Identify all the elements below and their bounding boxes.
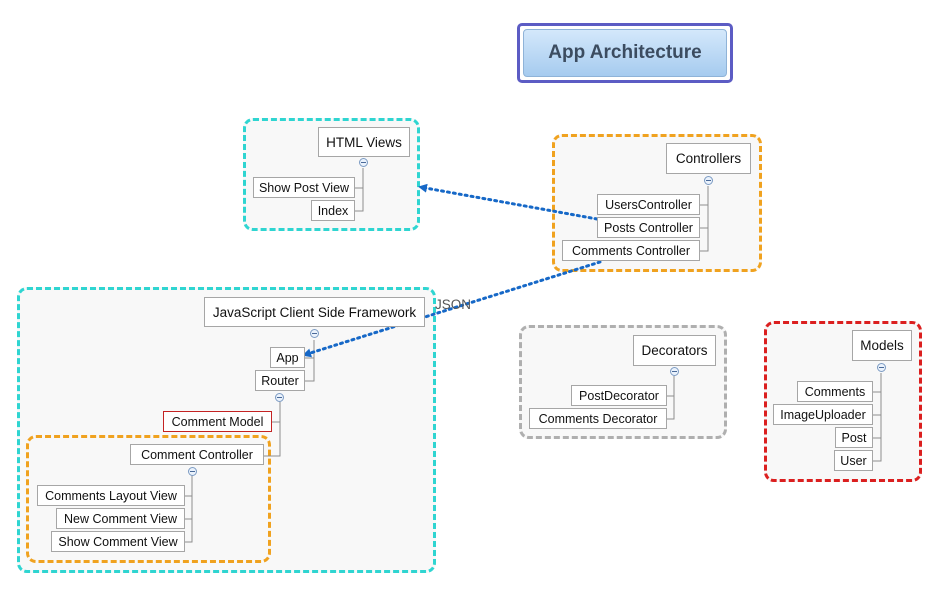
subtopic-user[interactable]: User — [834, 450, 873, 471]
subtopic-comments-layout-view[interactable]: Comments Layout View — [37, 485, 185, 506]
subtopic-comment-model[interactable]: Comment Model — [163, 411, 272, 432]
js-framework-branch-line — [305, 340, 315, 382]
topic-models[interactable]: Models — [852, 330, 912, 361]
subtopic-app[interactable]: App — [270, 347, 305, 368]
subtopic-index[interactable]: Index — [311, 200, 355, 221]
topic-javascript-client-side-framework[interactable]: JavaScript Client Side Framework — [204, 297, 425, 327]
collapse-icon[interactable] — [359, 158, 368, 167]
topic-html-views[interactable]: HTML Views — [318, 127, 410, 157]
router-branch-line — [264, 402, 281, 457]
subtopic-users-controller[interactable]: UsersController — [597, 194, 700, 215]
collapse-icon[interactable] — [670, 367, 679, 376]
subtopic-comments-decorator[interactable]: Comments Decorator — [529, 408, 667, 429]
collapse-icon[interactable] — [188, 467, 197, 476]
subtopic-post-decorator[interactable]: PostDecorator — [571, 385, 667, 406]
comments-to-app-arrow — [302, 260, 602, 358]
subtopic-posts-controller[interactable]: Posts Controller — [597, 217, 700, 238]
topic-controllers[interactable]: Controllers — [666, 143, 751, 174]
subtopic-show-post-view[interactable]: Show Post View — [253, 177, 355, 198]
collapse-icon[interactable] — [310, 329, 319, 338]
comment-controller-branch-line — [185, 471, 193, 543]
html-views-branch-line — [352, 168, 364, 212]
subtopic-new-comment-view[interactable]: New Comment View — [56, 508, 185, 529]
collapse-icon[interactable] — [275, 393, 284, 402]
decorators-branch-line — [667, 376, 675, 420]
relationship-label-json[interactable]: JSON — [435, 297, 472, 312]
subtopic-router[interactable]: Router — [255, 370, 305, 391]
topic-decorators[interactable]: Decorators — [633, 335, 716, 366]
models-branch-line — [873, 373, 882, 462]
central-topic[interactable]: App Architecture — [517, 23, 733, 83]
subtopic-show-comment-view[interactable]: Show Comment View — [51, 531, 185, 552]
controllers-branch-line — [700, 186, 709, 252]
collapse-icon[interactable] — [877, 363, 886, 372]
posts-to-html-views-arrow — [418, 183, 599, 221]
subtopic-comments[interactable]: Comments — [797, 381, 873, 402]
collapse-icon[interactable] — [704, 176, 713, 185]
subtopic-comment-controller[interactable]: Comment Controller — [130, 444, 264, 465]
subtopic-image-uploader[interactable]: ImageUploader — [773, 404, 873, 425]
central-topic-label: App Architecture — [523, 29, 727, 77]
subtopic-post[interactable]: Post — [835, 427, 873, 448]
subtopic-comments-controller[interactable]: Comments Controller — [562, 240, 700, 261]
